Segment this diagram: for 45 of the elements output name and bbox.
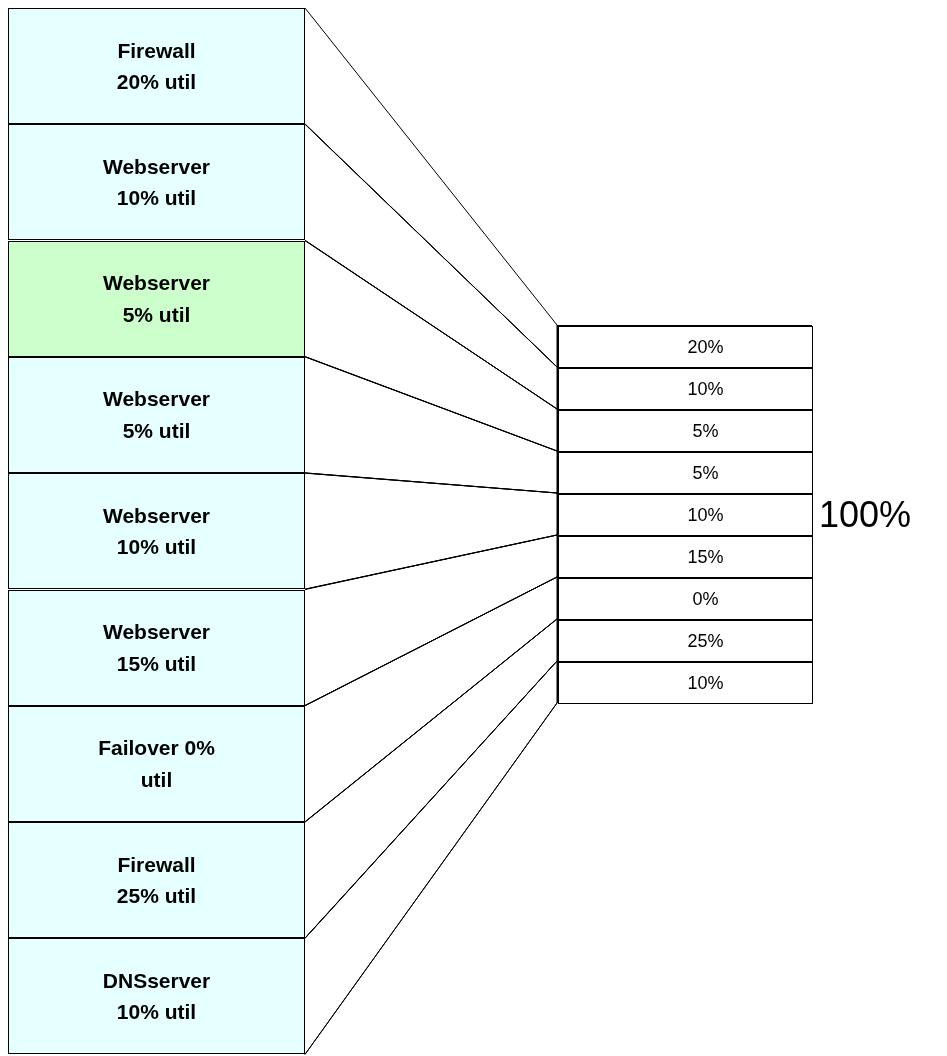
percent-label: 10% <box>687 377 724 401</box>
server-label: DNSserver 10% util <box>101 967 212 1026</box>
server-label: Webserver 10% util <box>102 502 211 561</box>
server-label: Webserver 5% util <box>102 270 211 328</box>
share-row <box>558 494 813 536</box>
server-box <box>8 473 305 590</box>
fan-connector <box>304 356 558 494</box>
share-row <box>558 452 813 494</box>
share-row <box>558 536 813 578</box>
server-box <box>8 356 305 473</box>
share-row <box>558 578 813 620</box>
server-label: Failover 0% util <box>97 735 216 793</box>
server-label: Webserver 15% util <box>102 619 211 677</box>
percent-label: 5% <box>692 461 719 485</box>
percent-label: 0% <box>692 587 719 611</box>
percent-label: 5% <box>692 419 719 443</box>
share-row <box>558 410 813 452</box>
fan-connector <box>304 472 558 590</box>
share-row <box>558 326 813 368</box>
server-label: Webserver 5% util <box>102 386 211 444</box>
percent-label: 20% <box>687 335 724 359</box>
server-box <box>8 938 305 1055</box>
fan-connector <box>304 534 558 706</box>
fan-connector <box>304 660 558 1055</box>
server-label: Firewall 25% util <box>115 851 198 910</box>
server-box <box>8 124 305 241</box>
percent-label: 10% <box>687 671 724 695</box>
server-box <box>8 705 305 822</box>
fan-connector <box>304 123 558 410</box>
server-label: Webserver 10% util <box>102 153 211 212</box>
percent-label: 25% <box>687 629 724 653</box>
fan-connector <box>304 7 558 368</box>
fan-connector <box>304 618 558 939</box>
percent-label: 10% <box>687 503 724 527</box>
fan-connector <box>304 240 558 452</box>
server-label: Firewall 20% util <box>115 37 198 95</box>
share-row <box>558 368 813 410</box>
server-box <box>8 589 305 706</box>
server-box <box>8 8 305 124</box>
server-box <box>8 822 305 939</box>
server-box <box>8 240 305 357</box>
share-row <box>558 662 813 704</box>
share-row <box>558 620 813 662</box>
percent-label: 15% <box>687 545 724 569</box>
total-label: 100% <box>819 497 912 533</box>
